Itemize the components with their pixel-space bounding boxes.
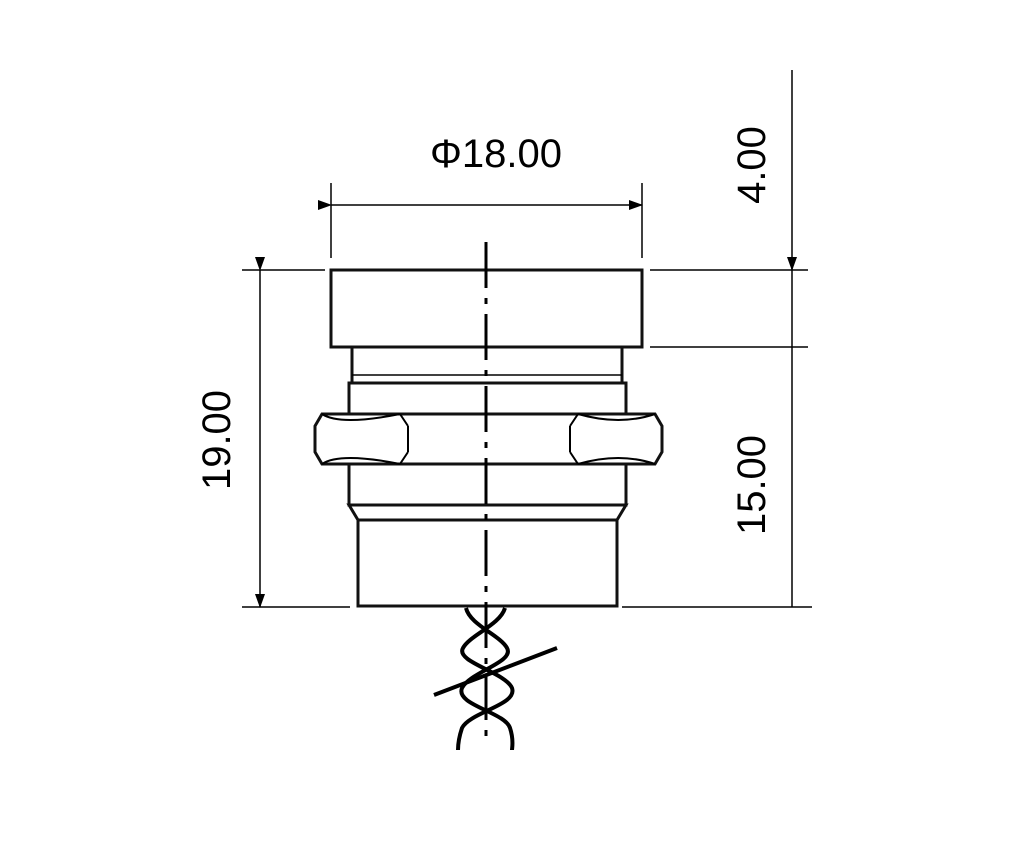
body-height-dimension: 15.00 bbox=[622, 347, 812, 608]
body-height-label: 15.00 bbox=[730, 435, 774, 535]
diameter-label: Φ18.00 bbox=[430, 132, 562, 176]
cap-height-dimension: 4.00 bbox=[650, 70, 808, 348]
diameter-dimension: Φ18.00 bbox=[318, 132, 643, 258]
total-height-dimension: 19.00 bbox=[195, 257, 350, 608]
cap-height-label: 4.00 bbox=[730, 126, 774, 204]
switch-body bbox=[313, 268, 664, 608]
hex-nut bbox=[313, 412, 664, 466]
twisted-wires bbox=[433, 607, 558, 751]
total-height-label: 19.00 bbox=[195, 390, 239, 490]
